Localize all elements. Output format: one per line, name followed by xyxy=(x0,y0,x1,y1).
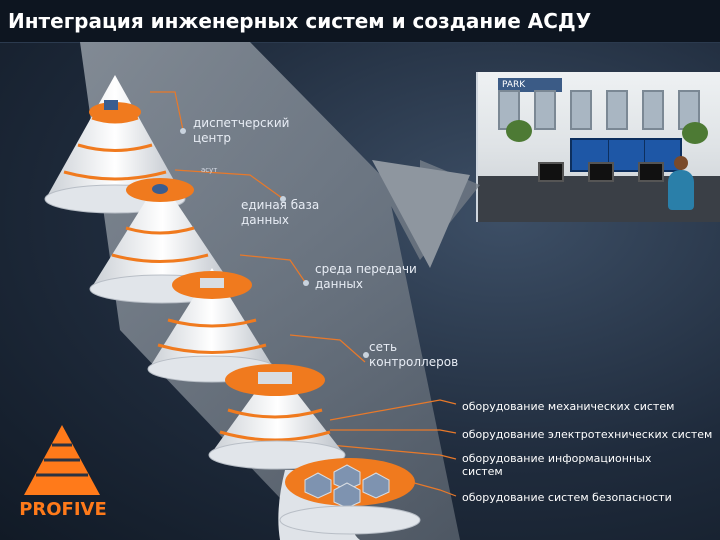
profive-logo: PROFIVE xyxy=(18,425,108,525)
level-label-line: единая база xyxy=(241,198,351,213)
level-label-network: среда передачи данных xyxy=(315,262,435,292)
equipment-mechanical: оборудование механических систем xyxy=(462,400,674,413)
level-label-line: данных xyxy=(241,213,351,228)
equipment-electrical: оборудование электротехнических систем xyxy=(462,428,712,441)
logo-text: PROFIVE xyxy=(18,499,108,520)
level-label-line: данных xyxy=(315,277,435,292)
level-label-line: среда передачи xyxy=(315,262,435,277)
small-tag: асут xyxy=(201,166,217,174)
level-label-controllers: сеть контроллеров xyxy=(369,340,479,370)
level-label-dispatch: диспетчерский центр xyxy=(193,116,303,146)
level-label-line: сеть xyxy=(369,340,479,355)
level-label-line: контроллеров xyxy=(369,355,479,370)
level-label-line: центр xyxy=(193,131,303,146)
equipment-information: оборудование информационных систем xyxy=(462,452,682,478)
level-label-line: диспетчерский xyxy=(193,116,303,131)
level-label-database: единая база данных xyxy=(241,198,351,228)
equipment-security: оборудование систем безопасности xyxy=(462,491,672,504)
